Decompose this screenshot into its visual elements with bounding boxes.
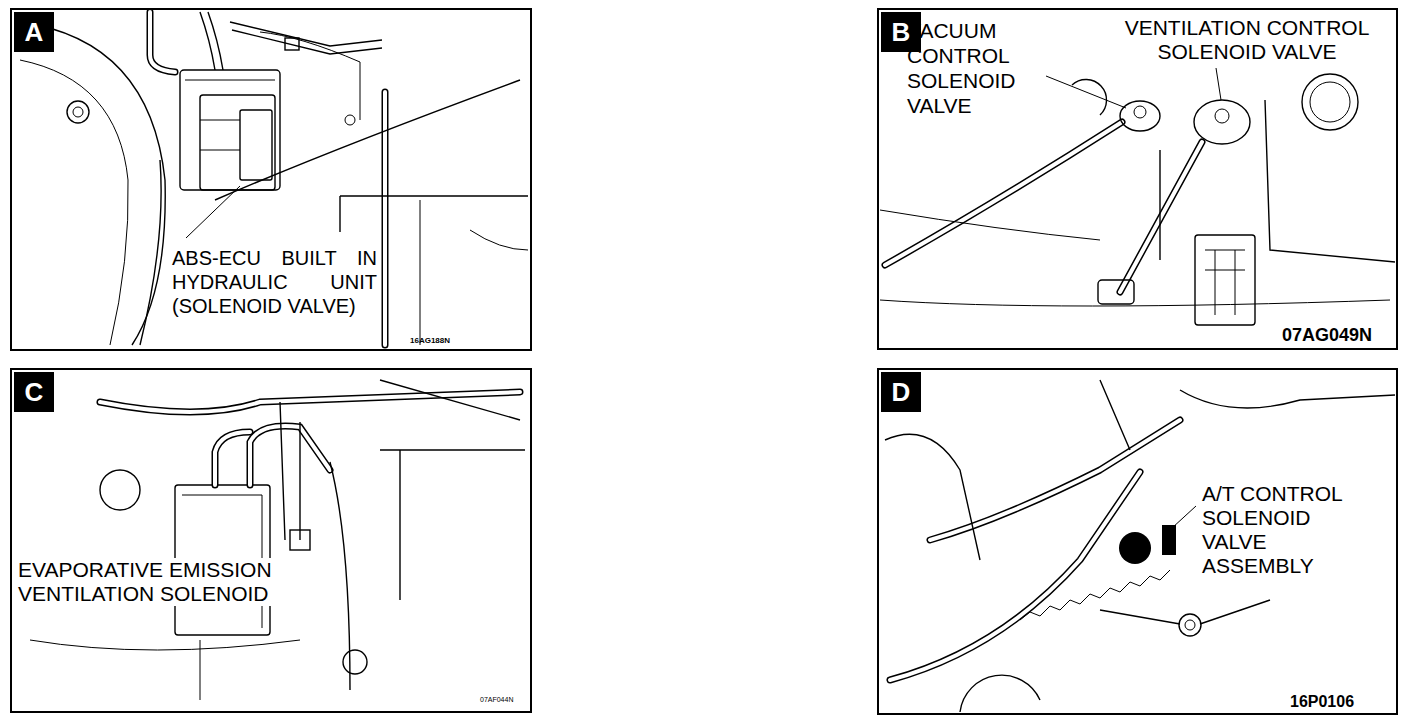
- abs-illustration: [20, 12, 528, 345]
- panel-letter: A: [25, 19, 44, 45]
- leader-line: [1216, 68, 1221, 100]
- panel-letter-badge: A: [14, 12, 54, 52]
- leader-line: [186, 186, 240, 238]
- part-label: A/T CONTROL SOLENOID VALVE ASSEMBLY: [1202, 482, 1367, 578]
- leader-line: [1172, 506, 1196, 528]
- figure-panel: VACUUM CONTROL SOLENOID VALVE VENTILATION…: [877, 8, 1398, 350]
- transmission-illustration: [885, 380, 1395, 712]
- part-label: VENTILATION CONTROL SOLENOID VALVE: [1102, 16, 1392, 64]
- figure-code: 07AF044N: [480, 695, 513, 704]
- panel-letter: D: [892, 379, 911, 405]
- panel-letter-badge: C: [14, 372, 54, 412]
- figure-code: 07AG049N: [1282, 324, 1372, 346]
- panel-letter-badge: B: [881, 12, 921, 52]
- figure-code: 16AG188N: [410, 336, 450, 346]
- part-label: ABS-ECU BUILT IN HYDRAULIC UNIT (SOLENOI…: [172, 246, 377, 318]
- part-label: EVAPORATIVE EMISSION VENTILATION SOLENOI…: [18, 558, 328, 606]
- figure-panel: EVAPORATIVE EMISSION VENTILATION SOLENOI…: [10, 368, 532, 713]
- part-label: VACUUM CONTROL SOLENOID VALVE: [907, 18, 1042, 118]
- figure-panel: ABS-ECU BUILT IN HYDRAULIC UNIT (SOLENOI…: [10, 8, 532, 351]
- leader-line: [1046, 76, 1126, 108]
- figure-code: 16P0106: [1290, 692, 1354, 712]
- canister-illustration: [30, 380, 525, 700]
- panel-letter: C: [25, 379, 44, 405]
- panel-letter: B: [892, 19, 911, 45]
- figure-panel: A/T CONTROL SOLENOID VALVE ASSEMBLY 16P01…: [877, 368, 1398, 715]
- panel-letter-badge: D: [881, 372, 921, 412]
